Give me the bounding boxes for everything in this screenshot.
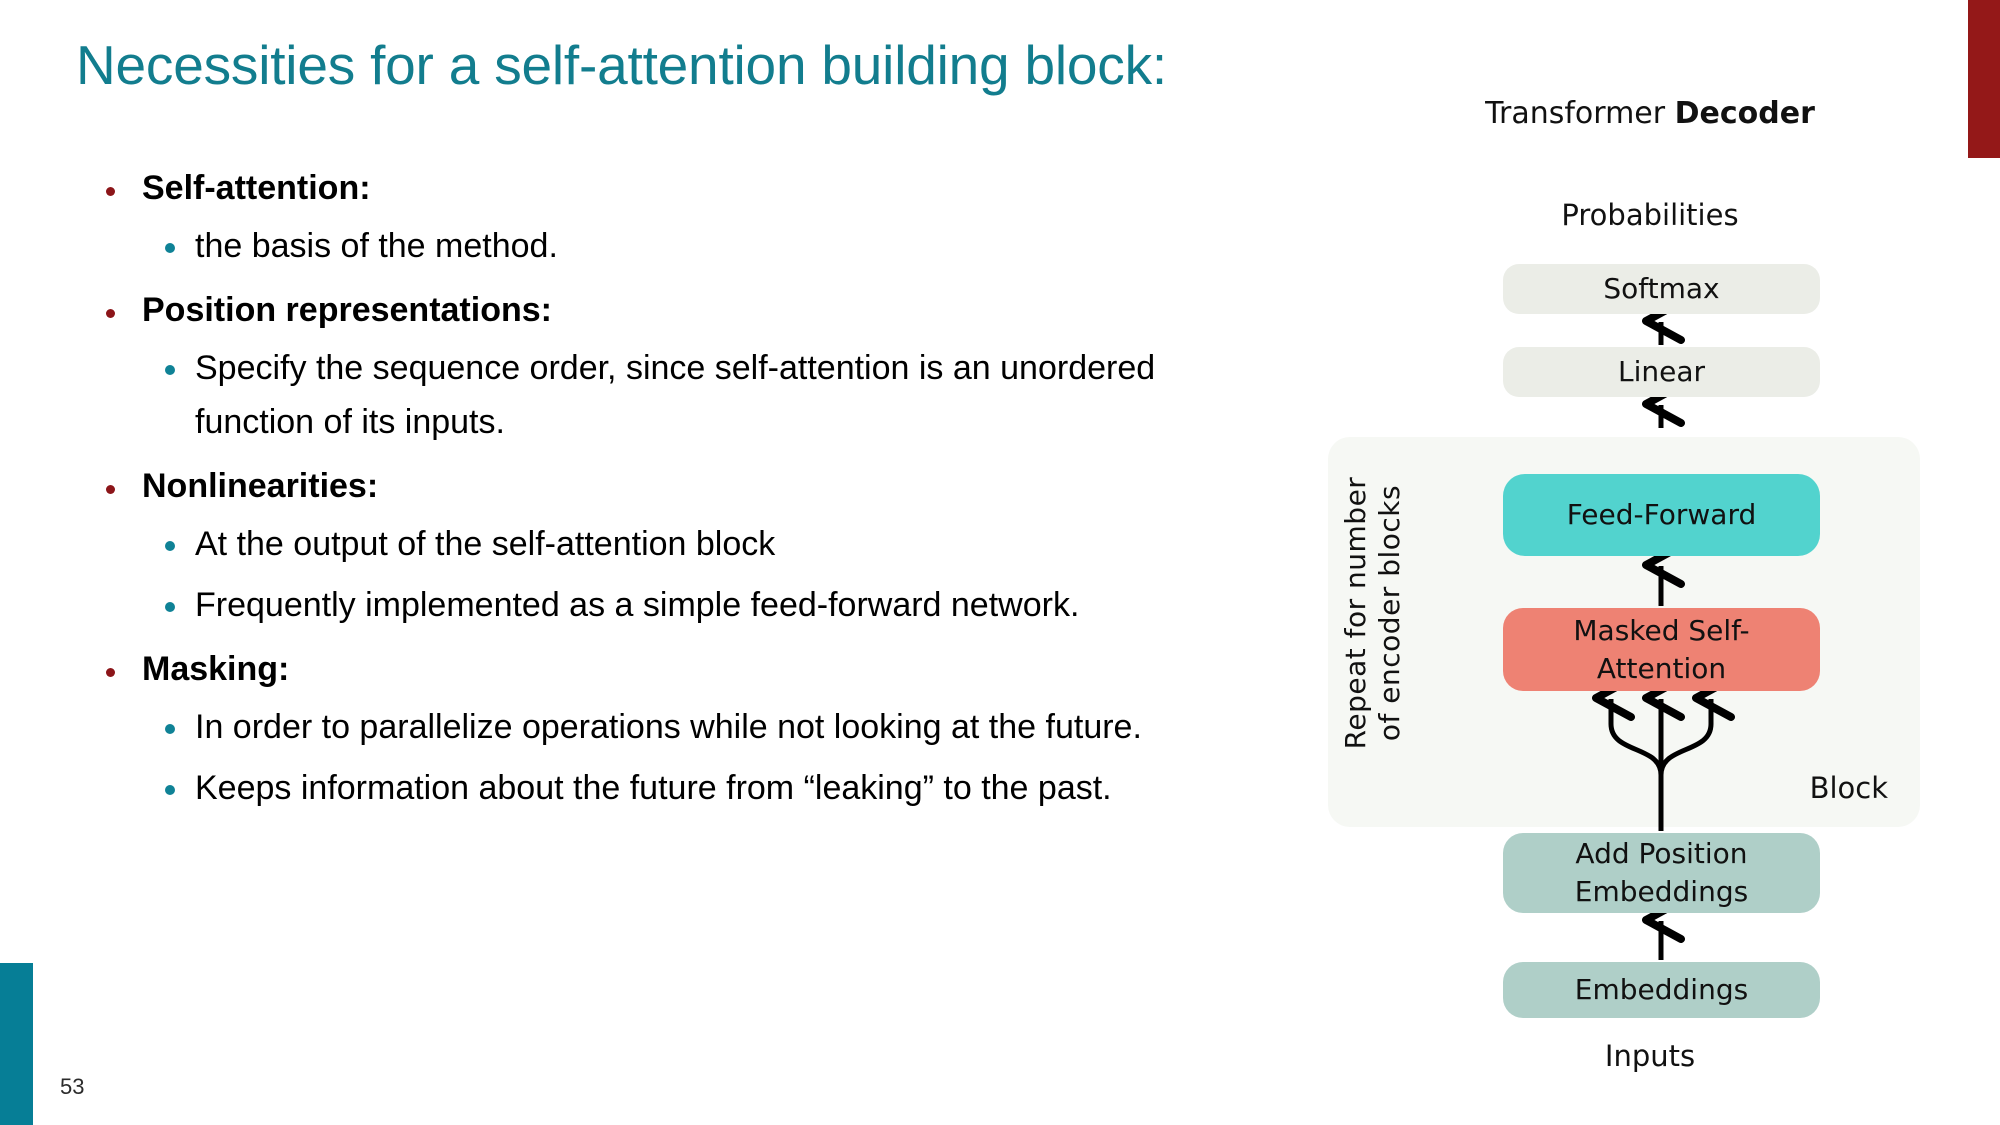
node-label: Embeddings <box>1574 973 1749 1006</box>
node-label-line1: Add Position <box>1575 837 1748 870</box>
diagram-title-prefix: Transformer <box>1485 96 1675 131</box>
node-feed-forward[interactable]: Feed-Forward <box>1503 474 1820 556</box>
bullet-level2-sequence-order: Specify the sequence order, since self-a… <box>80 341 1270 449</box>
bullet-text: At the output of the self-attention bloc… <box>195 525 776 563</box>
node-add-position-embeddings[interactable]: Add Position Embeddings <box>1503 833 1820 913</box>
accent-bar-red <box>1968 0 2000 158</box>
bullet-level1-masking: Masking: <box>80 646 1270 693</box>
node-label: Linear <box>1617 355 1706 388</box>
node-label: Masked Self- Attention <box>1573 612 1749 688</box>
bullet-level1-self-attention: Self-attention: <box>80 165 1270 212</box>
node-linear[interactable]: Linear <box>1503 347 1820 397</box>
bullet-list: Self-attention: the basis of the method.… <box>80 165 1270 822</box>
diagram-title-bold: Decoder <box>1674 96 1815 131</box>
node-label: Softmax <box>1603 272 1720 305</box>
node-masked-self-attention[interactable]: Masked Self- Attention <box>1503 608 1820 691</box>
page-number: 53 <box>60 1074 85 1099</box>
diagram-label-inputs: Inputs <box>1604 1039 1696 1073</box>
repeat-blocks-label-line2: of encoder blocks <box>1373 484 1406 742</box>
node-label: Add Position Embeddings <box>1575 835 1748 911</box>
bullet-level2-parallelize: In order to parallelize operations while… <box>80 700 1270 754</box>
bullet-text: Position representations: <box>142 291 552 329</box>
node-label-line2: Embeddings <box>1574 875 1749 908</box>
bullet-text: Keeps information about the future from … <box>195 769 1112 807</box>
bullet-text: Frequently implemented as a simple feed-… <box>195 586 1080 624</box>
diagram-title: Transformer Decoder <box>1300 96 2000 131</box>
node-label-line2: Attention <box>1596 651 1727 685</box>
bullet-text: Masking: <box>142 650 290 688</box>
bullet-level2-feed-forward-network: Frequently implemented as a simple feed-… <box>80 578 1270 632</box>
bullet-text: the basis of the method. <box>195 227 558 265</box>
node-label: Feed-Forward <box>1566 498 1757 531</box>
bullet-text: In order to parallelize operations while… <box>195 708 1142 746</box>
node-embeddings[interactable]: Embeddings <box>1503 962 1820 1018</box>
bullet-level2-output-block: At the output of the self-attention bloc… <box>80 517 1270 571</box>
bullet-level2-leaking: Keeps information about the future from … <box>80 761 1270 815</box>
diagram-label-probabilities: Probabilities <box>1561 198 1739 232</box>
page-title: Necessities for a self-attention buildin… <box>76 34 1167 96</box>
node-softmax[interactable]: Softmax <box>1503 264 1820 314</box>
repeat-blocks-label-line1: Repeat for number <box>1339 476 1372 750</box>
node-label-line1: Masked Self- <box>1573 613 1750 647</box>
bullet-level2-basis: the basis of the method. <box>80 219 1270 273</box>
bullet-text: Nonlinearities: <box>142 467 379 505</box>
bullet-text: Specify the sequence order, since self-a… <box>195 349 1156 441</box>
bullet-level1-nonlinearities: Nonlinearities: <box>80 463 1270 510</box>
accent-bar-teal <box>0 963 33 1125</box>
repeat-blocks-label: Repeat for number of encoder blocks <box>1339 448 1407 778</box>
bullet-text: Self-attention: <box>142 169 371 207</box>
transformer-decoder-diagram: Transformer Decoder Probabilities Repeat… <box>1300 0 2000 1125</box>
bullet-level1-position-representations: Position representations: <box>80 287 1270 334</box>
block-label: Block <box>1809 771 1888 805</box>
